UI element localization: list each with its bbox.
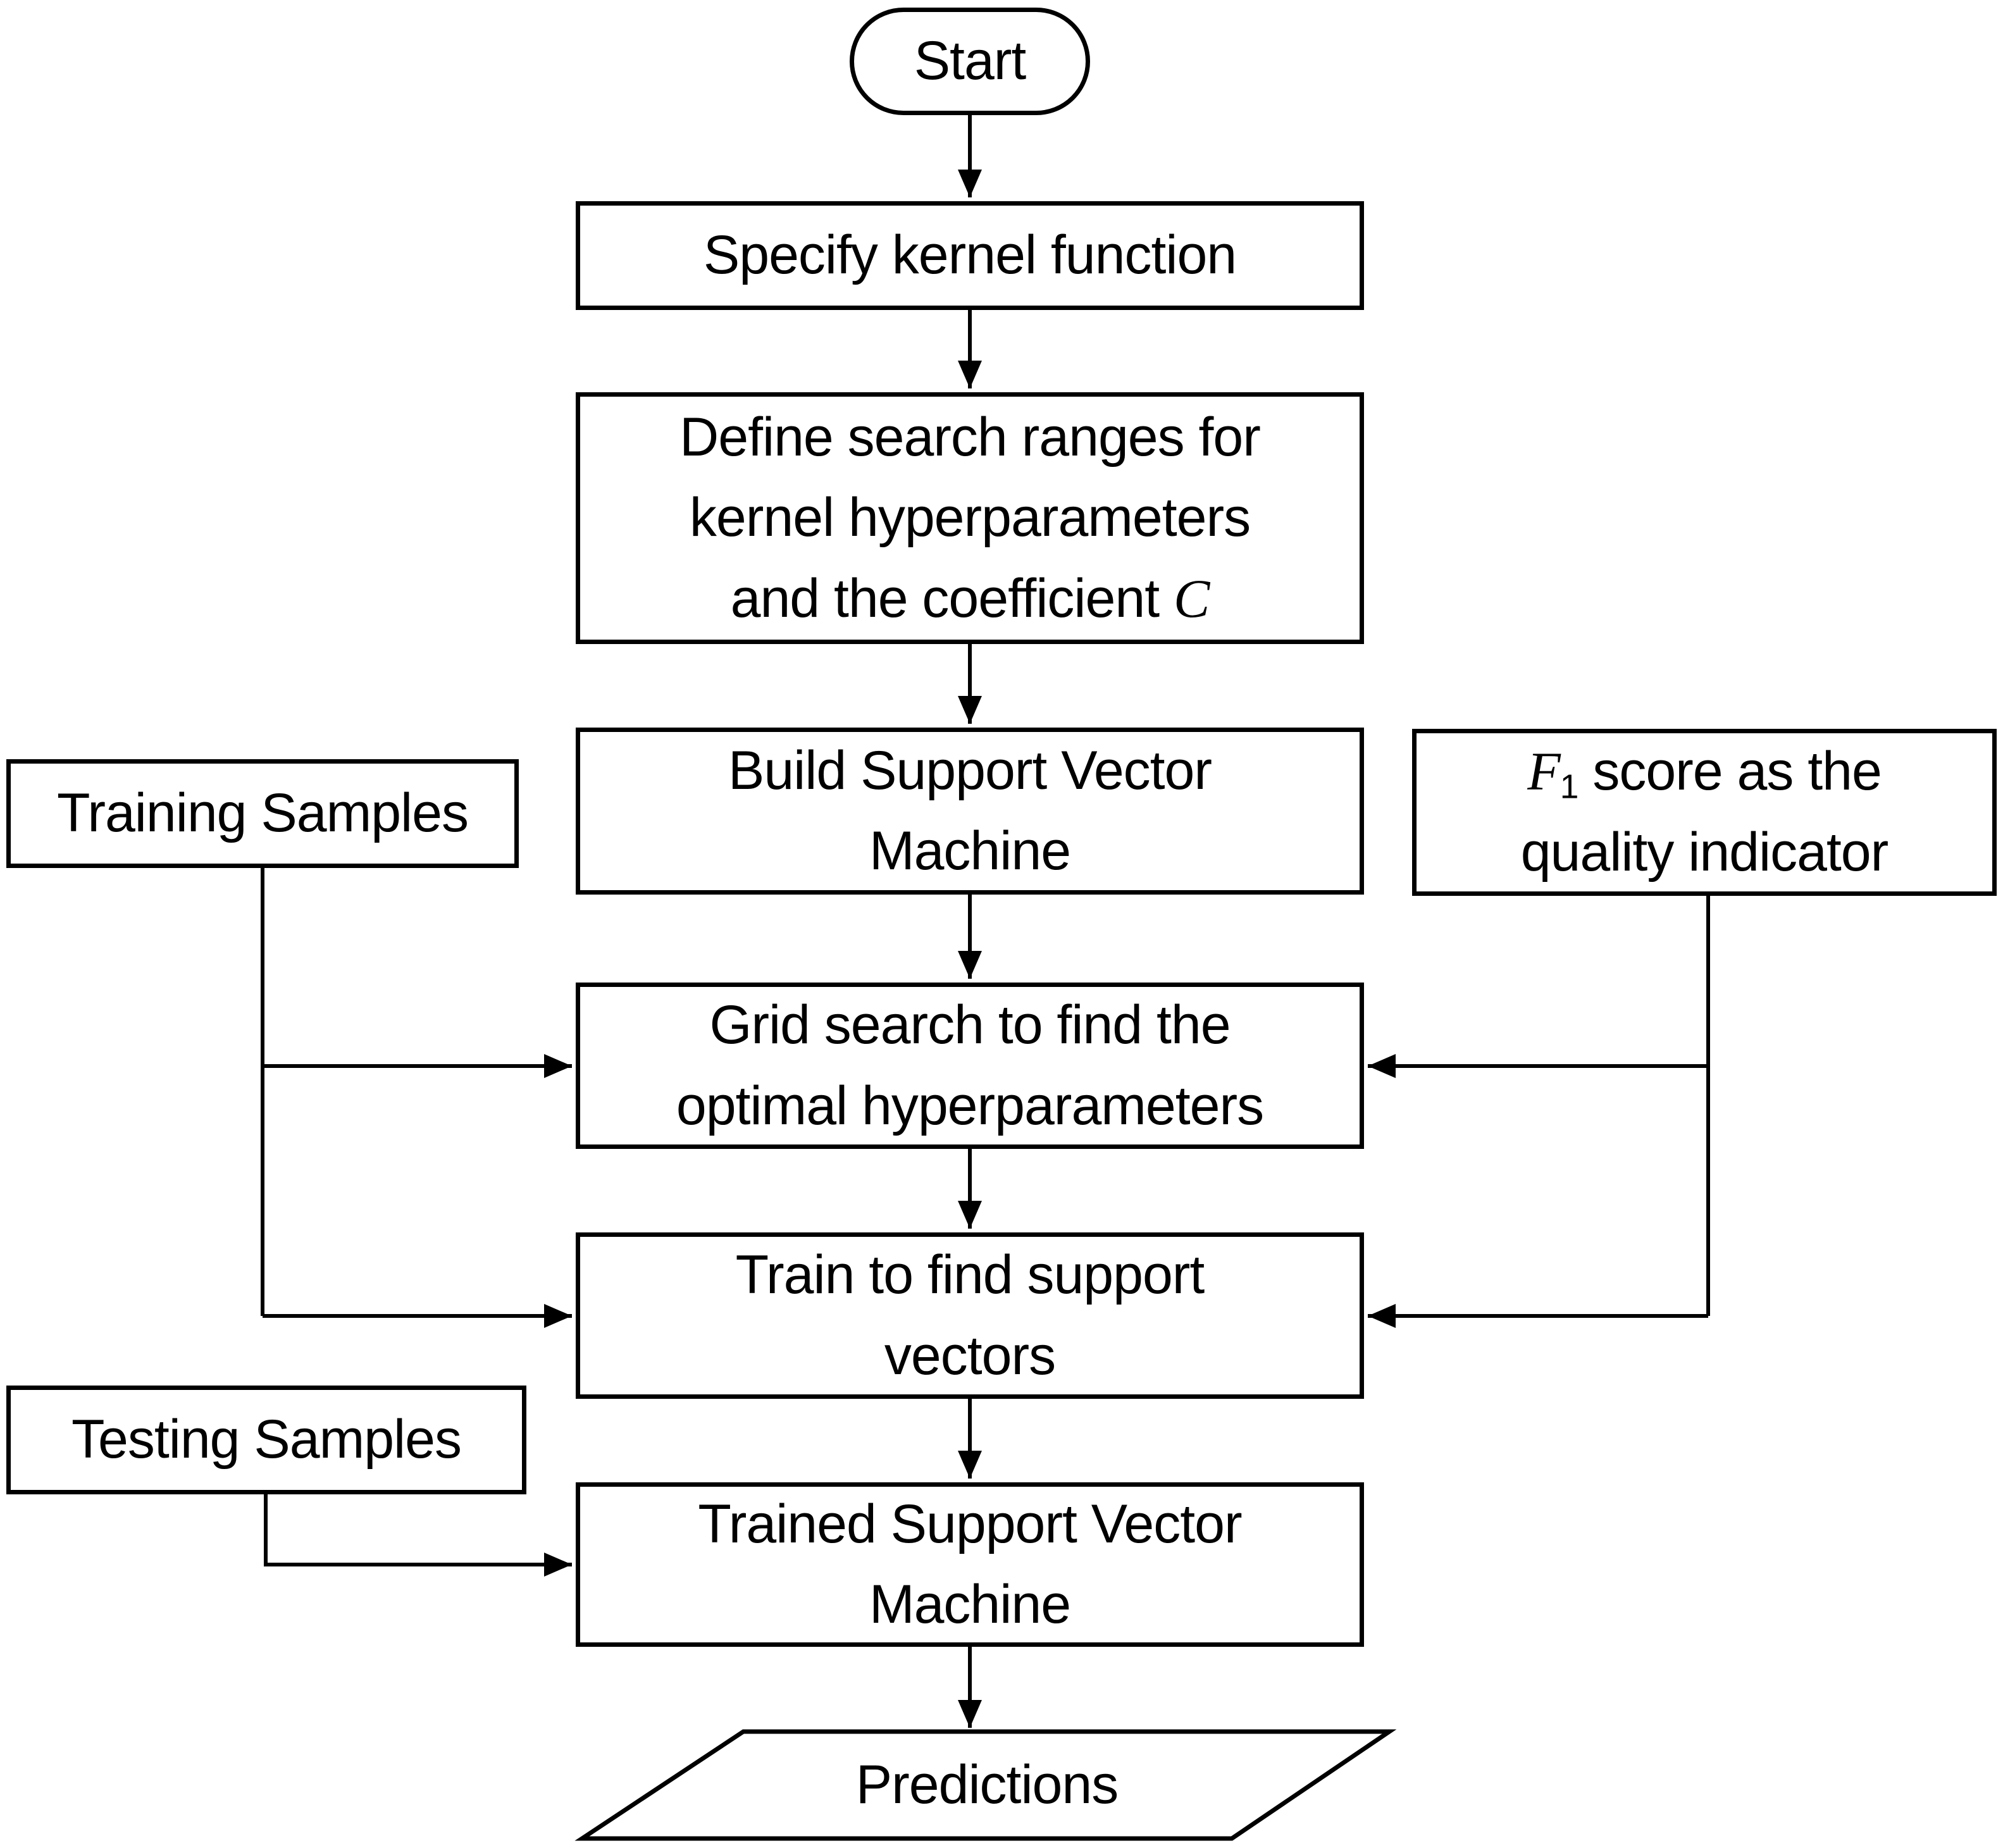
node-f1-score: F1 score as the quality indicator — [1412, 729, 1997, 896]
define-line-2: kernel hyperparameters — [689, 487, 1251, 549]
predictions-parallelogram — [574, 1729, 1397, 1841]
node-grid-search: Grid search to find the optimal hyperpar… — [576, 983, 1364, 1149]
testing-samples-label: Testing Samples — [71, 1409, 462, 1470]
edge-testing-samples-to-trained — [264, 1494, 572, 1577]
define-line-3: and the coefficient C — [731, 559, 1210, 639]
f1-line-2: quality indicator — [1520, 822, 1889, 883]
grid-search-line-2: optimal hyperparameters — [676, 1075, 1264, 1136]
node-predictions: Predictions — [683, 1732, 1291, 1839]
coefficient-c-symbol: C — [1174, 567, 1210, 629]
train-line-1: Train to find support — [735, 1244, 1205, 1306]
trained-svm-line-1: Trained Support Vector — [698, 1493, 1242, 1554]
node-start: Start — [850, 8, 1090, 115]
predictions-label: Predictions — [855, 1754, 1119, 1815]
trained-svm-line-2: Machine — [869, 1574, 1071, 1635]
node-train-support-vectors: Train to find support vectors — [576, 1232, 1364, 1399]
f1-subscript: 1 — [1560, 768, 1579, 806]
grid-search-line-1: Grid search to find the — [709, 995, 1231, 1056]
f1-line-1-text: score as the — [1578, 741, 1882, 802]
node-specify-kernel: Specify kernel function — [576, 201, 1364, 310]
f1-symbol: F — [1527, 741, 1561, 802]
define-line-3-text: and the coefficient — [730, 567, 1174, 629]
specify-kernel-label: Specify kernel function — [703, 225, 1237, 286]
training-samples-label: Training Samples — [57, 783, 469, 844]
node-training-samples: Training Samples — [6, 759, 519, 868]
node-trained-svm: Trained Support Vector Machine — [576, 1482, 1364, 1647]
node-testing-samples: Testing Samples — [6, 1386, 526, 1494]
build-svm-line-2: Machine — [869, 821, 1071, 881]
node-build-svm: Build Support Vector Machine — [576, 728, 1364, 895]
node-define-search-ranges: Define search ranges for kernel hyperpar… — [576, 392, 1364, 644]
define-line-1: Define search ranges for — [679, 407, 1261, 468]
start-label: Start — [914, 30, 1027, 92]
build-svm-line-1: Build Support Vector — [728, 740, 1212, 801]
train-line-2: vectors — [884, 1325, 1056, 1386]
f1-line-1: F1 score as the — [1527, 731, 1882, 812]
